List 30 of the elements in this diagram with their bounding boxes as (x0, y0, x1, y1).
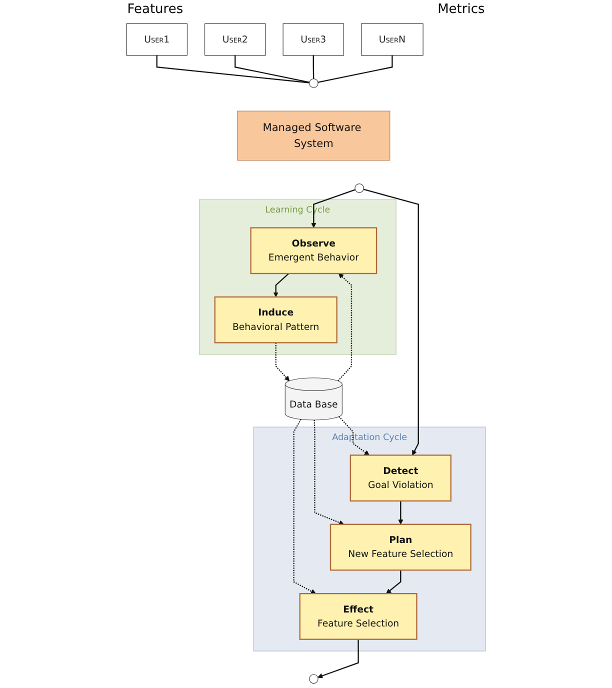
connector (156, 55, 310, 84)
node-circle (354, 184, 364, 193)
node-box: Observe Emergent Behavior (250, 227, 378, 274)
arrow (314, 420, 344, 526)
node-box: Managed Software System (237, 110, 390, 161)
arrow (318, 639, 359, 678)
arrow (338, 273, 352, 382)
arrow (363, 188, 419, 456)
node-box: User1 (126, 23, 188, 56)
arrow (275, 342, 290, 382)
node-circle (308, 78, 318, 88)
node-circle (308, 674, 318, 684)
arrow (273, 273, 290, 298)
node-box: Plan New Feature Selection (330, 524, 472, 571)
arrow (311, 189, 356, 228)
arrow (398, 500, 404, 525)
node-box: UserN (361, 23, 424, 56)
connector (234, 55, 310, 83)
arrow (386, 570, 402, 594)
interface-label: Features (127, 2, 184, 17)
connector (318, 55, 393, 83)
node-box: Effect Feature Selection (299, 593, 418, 640)
node-box: User2 (204, 23, 266, 56)
arrow (293, 419, 316, 594)
node-box: User3 (282, 23, 344, 56)
node-box: Induce Behavioral Pattern (214, 296, 338, 344)
interface-label: Metrics (438, 2, 485, 17)
connector (312, 55, 314, 79)
node-box: Detect Goal Violation (350, 454, 452, 502)
arrow (338, 416, 370, 456)
